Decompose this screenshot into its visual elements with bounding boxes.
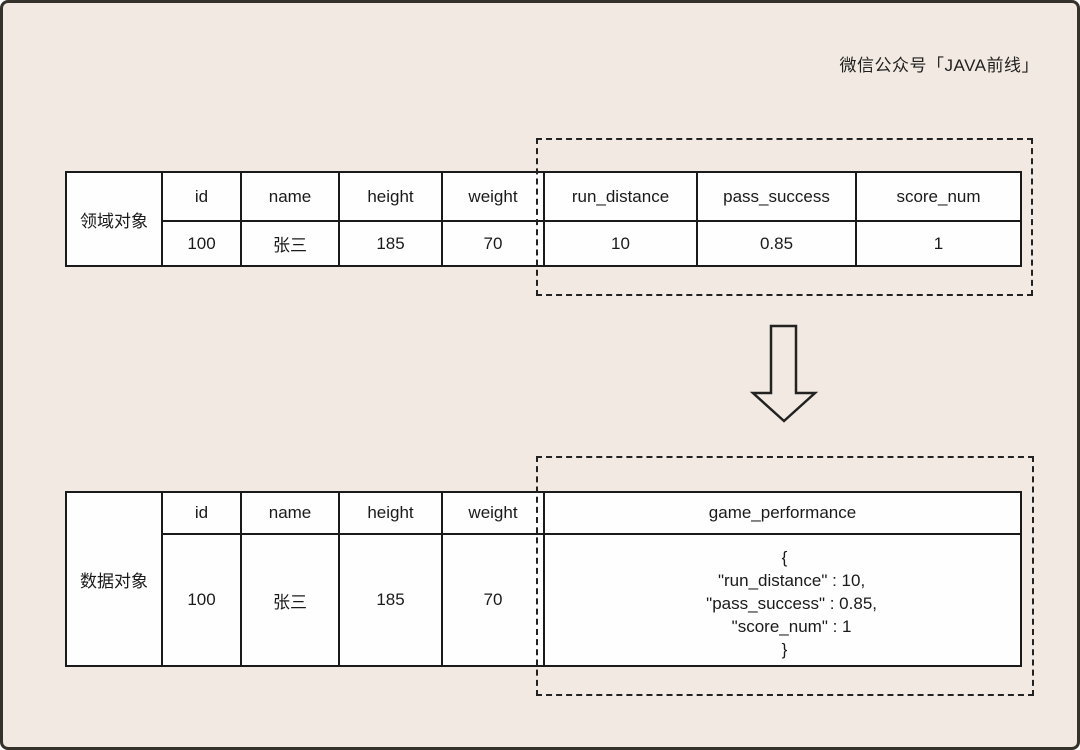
down-arrow-icon [743,321,828,426]
data-value-height: 185 [338,533,443,667]
game-performance-json: { "run_distance" : 10, "pass_success" : … [706,548,877,659]
domain-header-run-distance: run_distance [543,171,698,222]
data-object-table: 数据对象 id name height weight game_performa… [65,491,1022,667]
domain-header-name: name [240,171,340,222]
domain-value-weight: 70 [441,220,545,267]
domain-value-name: 张三 [240,220,340,267]
data-table-row-label: 数据对象 [65,491,163,667]
domain-value-run-distance: 10 [543,220,698,267]
domain-header-id: id [161,171,242,222]
watermark-text: 微信公众号「JAVA前线」 [839,56,1039,75]
domain-header-height: height [338,171,443,222]
data-header-weight: weight [441,491,545,535]
domain-header-weight: weight [441,171,545,222]
domain-value-pass-success: 0.85 [696,220,857,267]
domain-value-height: 185 [338,220,443,267]
domain-value-id: 100 [161,220,242,267]
domain-object-table: 领域对象 id name height weight run_distance … [65,171,1022,267]
data-header-game-performance: game_performance [543,491,1022,535]
data-header-height: height [338,491,443,535]
data-header-name: name [240,491,340,535]
data-value-game-performance: { "run_distance" : 10, "pass_success" : … [543,533,1022,667]
domain-header-score-num: score_num [855,171,1022,222]
domain-value-score-num: 1 [855,220,1022,267]
data-value-id: 100 [161,533,242,667]
domain-header-pass-success: pass_success [696,171,857,222]
domain-table-row-label: 领域对象 [65,171,163,267]
data-header-id: id [161,491,242,535]
data-value-weight: 70 [441,533,545,667]
data-value-name: 张三 [240,533,340,667]
